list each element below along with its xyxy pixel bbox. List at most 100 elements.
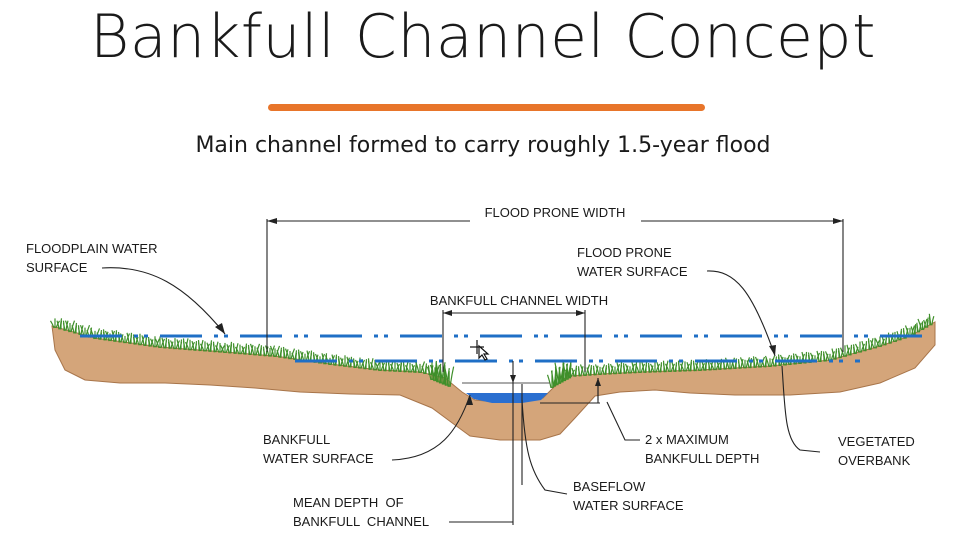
- grass-blade: [671, 362, 675, 372]
- grass-blade: [705, 361, 708, 371]
- grass-blade: [820, 350, 823, 363]
- grass-blade: [801, 351, 805, 364]
- label-vegetated-overbank-1: VEGETATED: [838, 434, 915, 449]
- grass-blade: [449, 366, 455, 387]
- grass-blade: [575, 367, 578, 377]
- vegetation-channel-left: [426, 360, 455, 387]
- page-title: Bankfull Channel Concept: [90, 2, 876, 72]
- grass-blade: [740, 358, 744, 369]
- grass-blade: [444, 372, 447, 386]
- label-bankfull-channel-width: BANKFULL CHANNEL WIDTH: [430, 293, 608, 308]
- grass-blade: [167, 339, 171, 349]
- grass-blade: [839, 347, 845, 357]
- page-subtitle: Main channel formed to carry roughly 1.5…: [195, 133, 771, 158]
- grass-blade: [402, 363, 406, 373]
- grass-blade: [615, 363, 621, 375]
- grass-blade: [580, 366, 584, 377]
- grass-blade: [234, 346, 240, 355]
- grass-blade: [400, 362, 403, 373]
- grass-blade: [554, 362, 560, 384]
- grass-blade: [792, 353, 796, 365]
- grass-blade: [120, 334, 124, 343]
- grass-blade: [232, 345, 236, 354]
- grass-blade: [816, 350, 820, 363]
- grass-blade: [707, 362, 711, 371]
- grass-blade: [739, 357, 745, 369]
- grass-blade: [928, 313, 932, 326]
- grass-blade: [385, 361, 388, 372]
- grass-blade: [175, 340, 181, 350]
- grass-blade: [119, 333, 125, 344]
- grass-blade: [360, 359, 366, 369]
- grass-blade: [554, 371, 558, 386]
- grass-blade: [649, 363, 655, 373]
- grass-blade: [389, 363, 395, 372]
- label-flood-prone-width: FLOOD PRONE WIDTH: [485, 205, 626, 220]
- grass-blade: [715, 362, 721, 371]
- grass-blade: [835, 348, 838, 360]
- grass-blade: [355, 360, 359, 369]
- label-floodplain-water-surface-1: FLOODPLAIN WATER: [26, 241, 157, 256]
- grass-blade: [426, 366, 432, 381]
- grass-blade: [622, 363, 626, 374]
- grass-blade: [219, 345, 225, 354]
- grass-blade: [141, 335, 145, 346]
- grass-blade: [592, 368, 596, 376]
- grass-blade: [923, 319, 927, 328]
- grass-blade: [314, 353, 320, 364]
- grass-blade: [64, 320, 70, 333]
- grass-blade: [180, 339, 183, 350]
- grass-blade: [160, 338, 166, 349]
- grass-blade: [579, 364, 585, 377]
- grass-blade: [690, 362, 693, 372]
- grass-blade: [664, 363, 670, 373]
- grass-blade: [154, 338, 160, 349]
- grass-blade: [262, 348, 266, 357]
- grass-blade: [269, 345, 275, 358]
- grass-blade: [910, 326, 914, 335]
- grass-blade: [387, 362, 391, 372]
- grass-blade: [240, 346, 246, 355]
- grass-blade: [126, 332, 130, 344]
- dimension-arrowheads: [267, 218, 843, 386]
- grass-blade: [771, 358, 775, 367]
- grass-blade: [595, 365, 599, 376]
- grass-blade: [354, 359, 360, 369]
- grass-blade: [625, 365, 629, 374]
- grass-blade: [630, 363, 636, 374]
- grass-blade: [190, 341, 196, 351]
- grass-blade: [410, 364, 416, 373]
- grass-blade: [421, 365, 425, 375]
- baseflow-water: [466, 393, 548, 403]
- label-flood-prone-water-surface-2: WATER SURFACE: [577, 264, 688, 279]
- grass-blade: [249, 343, 255, 356]
- grass-blade: [754, 356, 760, 368]
- grass-blade: [230, 344, 233, 354]
- label-baseflow-water-surface-1: BASEFLOW: [573, 479, 646, 494]
- grass-blade: [352, 358, 356, 369]
- dimension-lines: [266, 219, 844, 525]
- grass-blade: [161, 337, 165, 349]
- grass-blade: [280, 349, 283, 358]
- grass-blade: [722, 361, 726, 370]
- label-baseflow-water-surface-2: WATER SURFACE: [573, 498, 684, 513]
- grass-blade: [867, 340, 871, 350]
- grass-blade: [276, 349, 280, 358]
- grass-blade: [425, 365, 428, 375]
- grass-blade: [562, 367, 566, 382]
- grass-blade: [205, 343, 211, 352]
- grass-blade: [182, 340, 186, 351]
- grass-blade: [165, 337, 168, 349]
- grass-blade: [435, 362, 441, 384]
- grass-blade: [130, 332, 133, 344]
- grass-blade: [325, 353, 328, 365]
- grass-blade: [89, 328, 95, 340]
- grass-blade: [709, 362, 715, 371]
- grass-blade: [620, 362, 623, 375]
- grass-blade: [880, 338, 886, 348]
- grass-blade: [241, 345, 245, 355]
- grass-blade: [206, 342, 210, 352]
- grass-blade: [226, 344, 230, 354]
- grass-blade: [125, 333, 131, 344]
- grass-blade: [822, 351, 826, 362]
